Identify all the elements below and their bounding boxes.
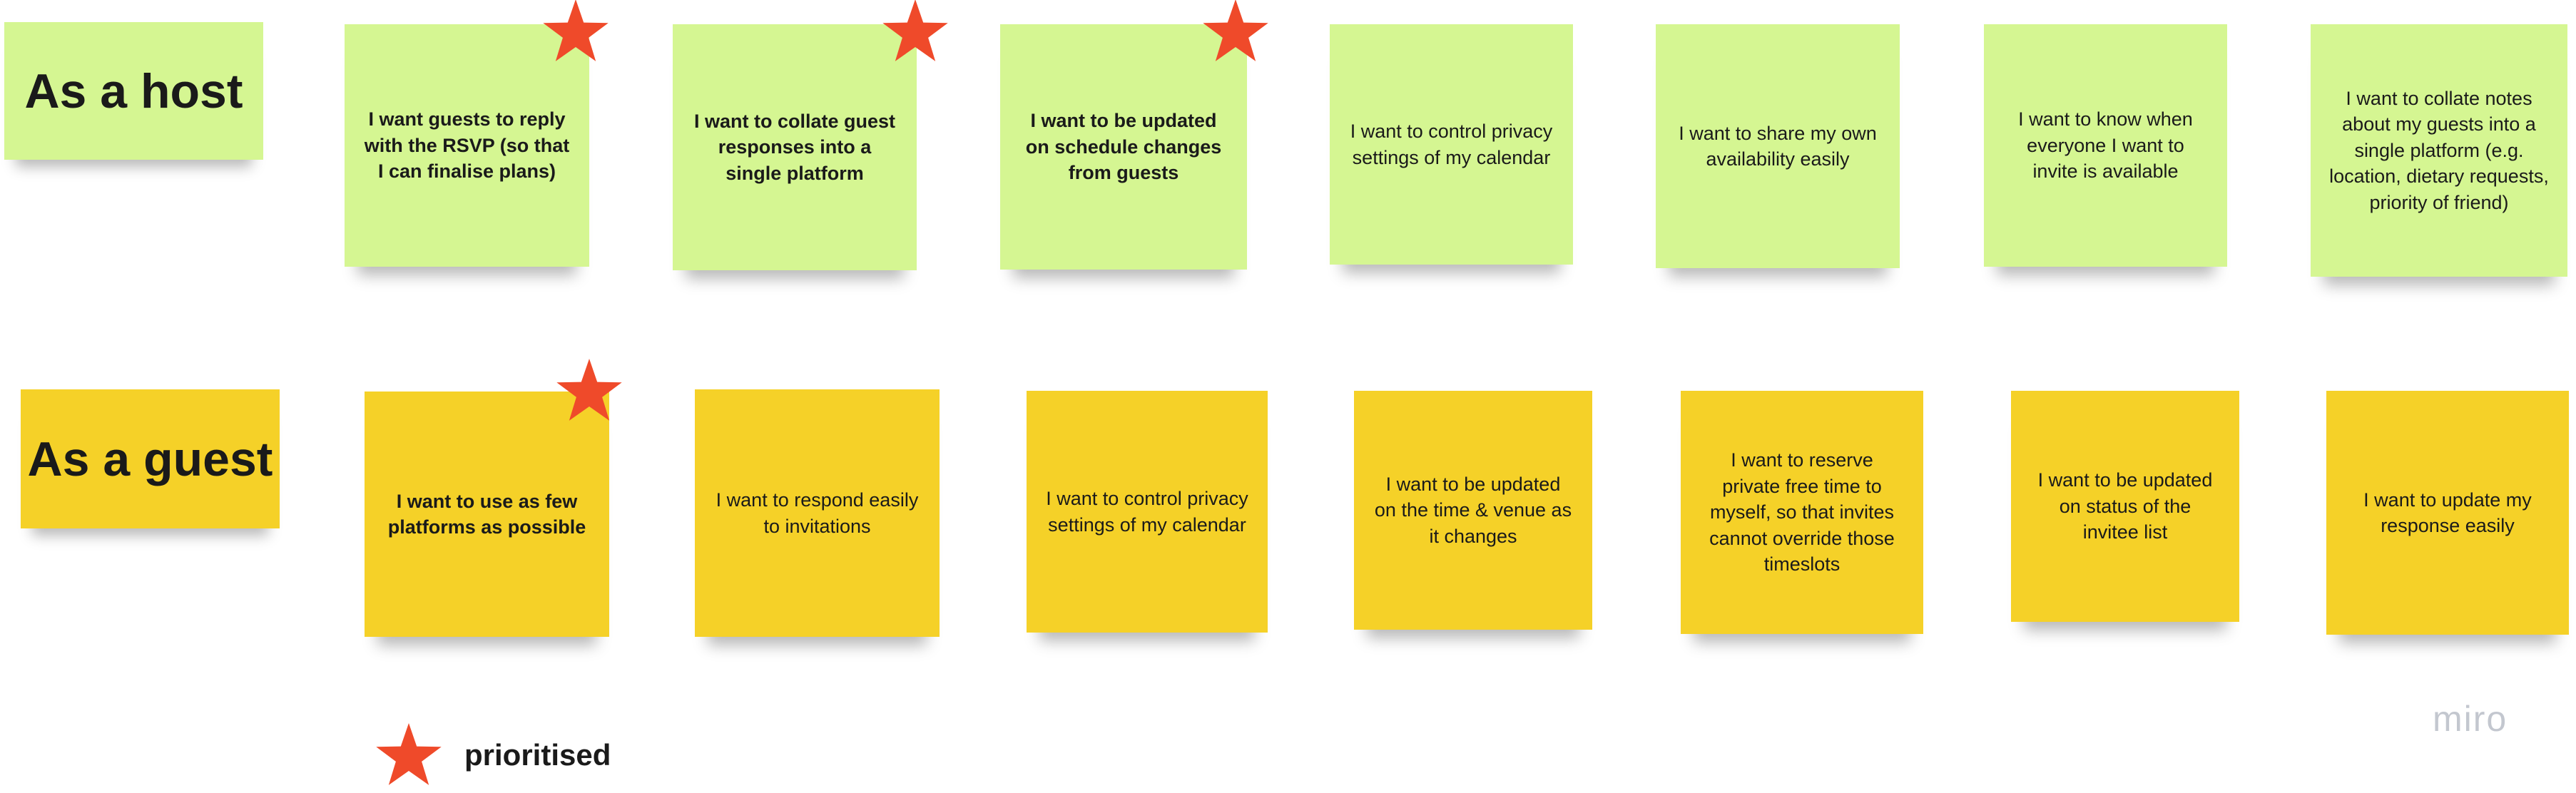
host-note-1[interactable]: I want guests to reply with the RSVP (so… xyxy=(345,24,589,267)
host-note-2[interactable]: I want to collate guest responses into a… xyxy=(673,24,917,270)
host-note-4[interactable]: I want to control privacy settings of my… xyxy=(1330,24,1573,265)
guest-row-label[interactable]: As a guest xyxy=(21,389,280,528)
note-text: I want to update my response easily xyxy=(2363,488,2532,536)
guest-note-6[interactable]: I want to be updated on status of the in… xyxy=(2011,391,2239,622)
guest-note-3[interactable]: I want to control privacy settings of my… xyxy=(1027,391,1268,633)
priority-star-icon[interactable] xyxy=(540,0,611,69)
priority-star-icon[interactable] xyxy=(1200,0,1271,69)
note-text: I want to reserve private free time to m… xyxy=(1709,449,1895,575)
priority-star-icon[interactable] xyxy=(880,0,951,69)
note-text: I want to control privacy settings of my… xyxy=(1046,488,1248,536)
guest-note-7[interactable]: I want to update my response easily xyxy=(2326,391,2569,635)
host-note-5[interactable]: I want to share my own availability easi… xyxy=(1656,24,1900,268)
guest-label-text: As a guest xyxy=(27,431,273,486)
guest-note-2[interactable]: I want to respond easily to invitations xyxy=(695,389,940,637)
priority-star-icon[interactable] xyxy=(554,357,625,429)
note-text: I want to collate notes about my guests … xyxy=(2329,87,2549,213)
legend-label: prioritised xyxy=(464,738,611,772)
note-text: I want guests to reply with the RSVP (so… xyxy=(364,108,570,183)
note-text: I want to know when everyone I want to i… xyxy=(2018,108,2193,183)
note-text: I want to use as few platforms as possib… xyxy=(387,490,586,538)
guest-note-4[interactable]: I want to be updated on the time & venue… xyxy=(1354,391,1592,630)
host-note-3[interactable]: I want to be updated on schedule changes… xyxy=(1000,24,1247,270)
host-label-text: As a host xyxy=(24,63,243,118)
note-text: I want to be updated on the time & venue… xyxy=(1374,473,1572,547)
note-text: I want to respond easily to invitations xyxy=(716,489,919,537)
note-text: I want to control privacy settings of my… xyxy=(1350,121,1553,168)
guest-note-1[interactable]: I want to use as few platforms as possib… xyxy=(365,392,609,637)
host-note-7[interactable]: I want to collate notes about my guests … xyxy=(2311,24,2567,277)
host-note-6[interactable]: I want to know when everyone I want to i… xyxy=(1984,24,2227,267)
host-row-label[interactable]: As a host xyxy=(4,22,263,160)
note-text: I want to be updated on status of the in… xyxy=(2037,469,2213,543)
note-text: I want to be updated on schedule changes… xyxy=(1025,110,1222,184)
miro-watermark: miro xyxy=(2433,699,2508,739)
note-text: I want to share my own availability easi… xyxy=(1679,122,1877,170)
legend-star-icon xyxy=(376,723,442,785)
note-text: I want to collate guest responses into a… xyxy=(693,110,896,184)
guest-note-5[interactable]: I want to reserve private free time to m… xyxy=(1681,391,1923,634)
